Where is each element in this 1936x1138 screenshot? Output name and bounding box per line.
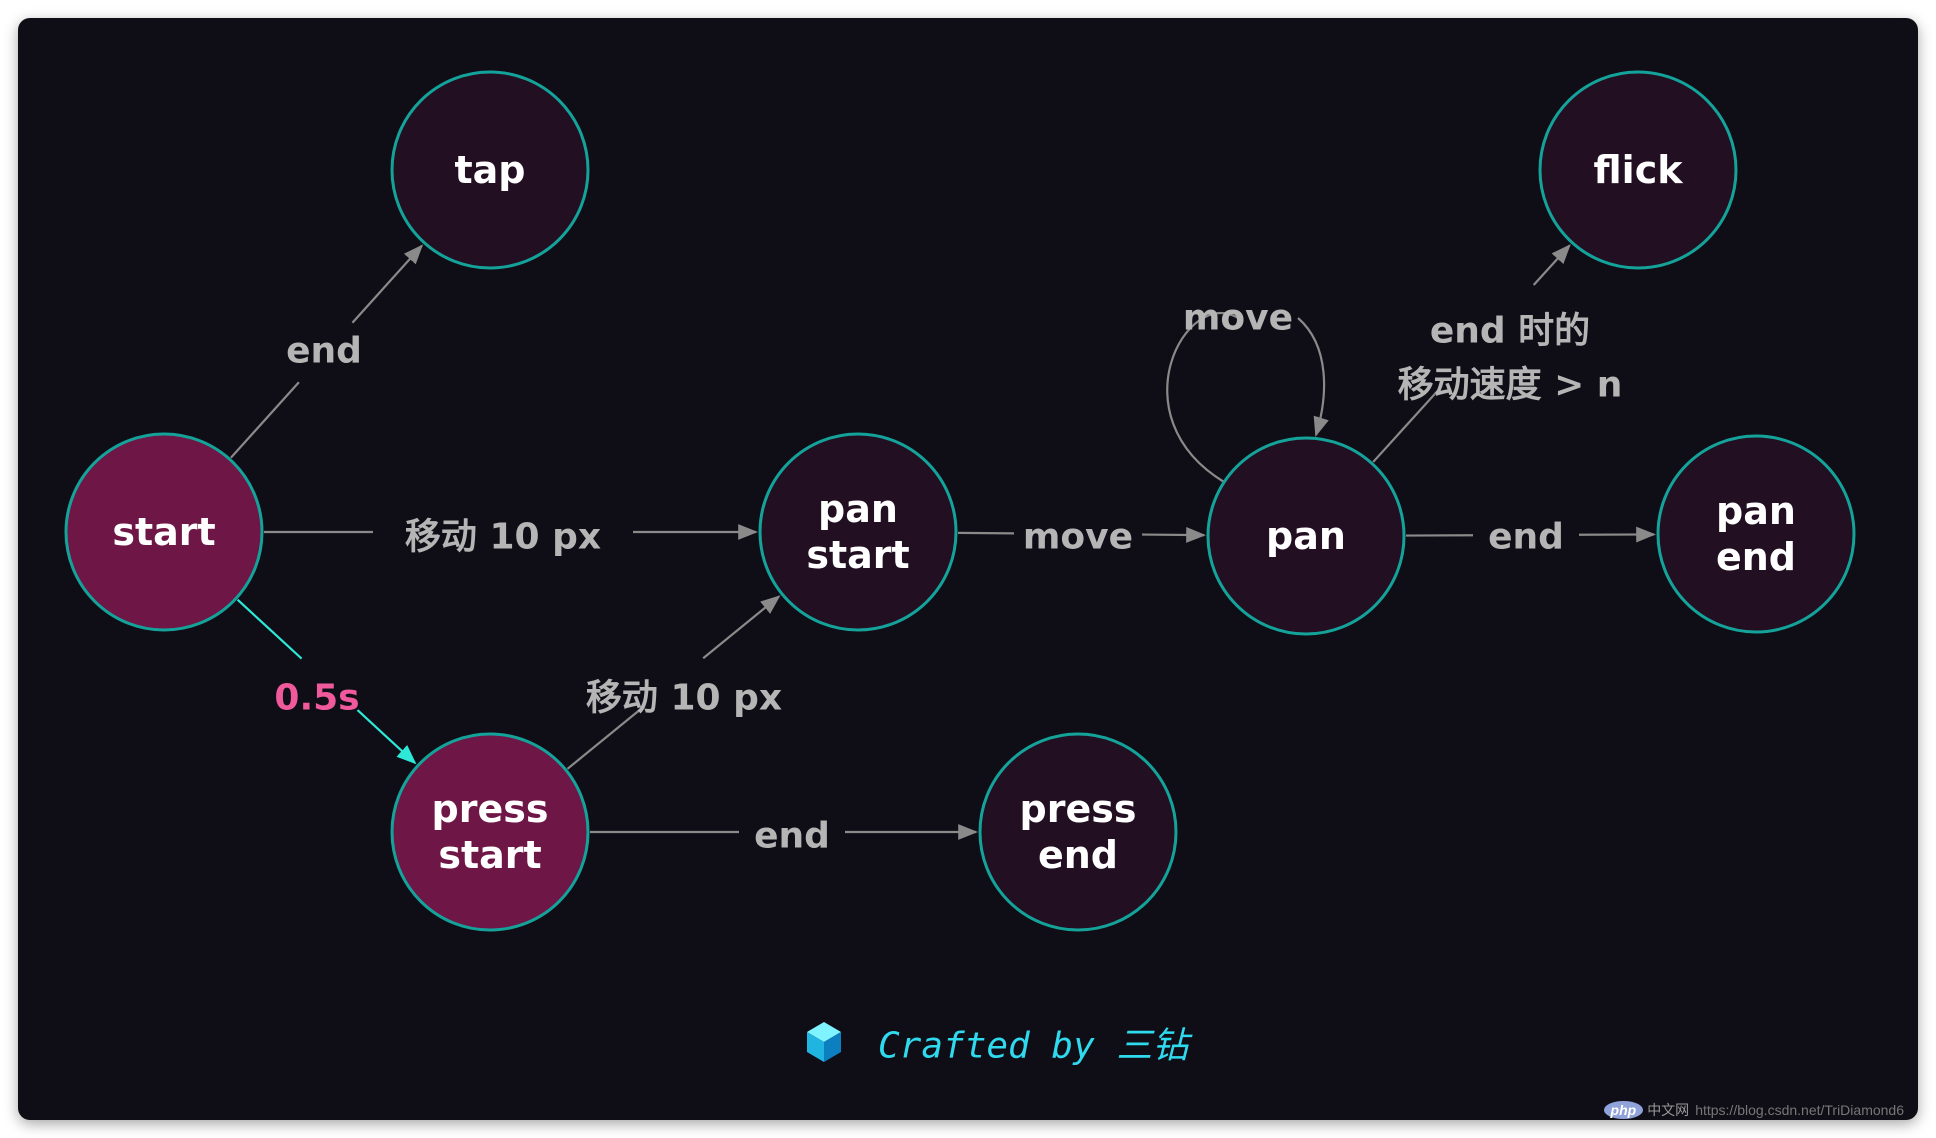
edge-segment	[1372, 387, 1441, 463]
node-label: pan	[818, 487, 898, 531]
edge-label-start-tap: end	[286, 331, 362, 372]
node-label: end	[1716, 535, 1796, 579]
node-label: start	[112, 510, 215, 554]
watermark-url: https://blog.csdn.net/TriDiamond6	[1695, 1102, 1904, 1118]
edge-arrow	[351, 244, 424, 324]
edge-press_start-pan_start	[566, 595, 781, 770]
node-label: pan	[1716, 489, 1796, 533]
node-label: start	[438, 833, 541, 877]
node-circle	[64, 432, 264, 632]
node-flick: flick	[1538, 70, 1738, 270]
node-label: end	[1038, 833, 1118, 877]
node-label: flick	[1594, 148, 1684, 192]
edge-label-pan-pan: move	[1183, 298, 1293, 339]
node-circle	[758, 432, 958, 632]
node-circle	[390, 732, 590, 932]
edge-pan-pan	[1166, 311, 1324, 483]
node-label: tap	[454, 148, 525, 192]
edge-label-pan_start-pan: move	[1023, 517, 1133, 558]
watermark-logo: php	[1603, 1101, 1644, 1119]
node-label: press	[1020, 787, 1137, 831]
node-pan: pan	[1206, 436, 1406, 636]
edge-segment	[957, 531, 1015, 535]
credit: Crafted by 三钻	[807, 1022, 1193, 1067]
edge-start-tap	[230, 244, 424, 459]
node-tap: tap	[390, 70, 590, 270]
edge-arrow	[702, 595, 781, 660]
node-circle	[1656, 434, 1856, 634]
edge-label-press_start-pan_start: 移动 10 px	[586, 678, 782, 719]
edge-pan-pan_end	[1405, 526, 1656, 543]
edge-label-pan-pan_end: end	[1488, 517, 1564, 558]
node-start: start	[64, 432, 264, 632]
nodes-layer: starttappanstartpressstartpressendpanpan…	[64, 70, 1856, 932]
node-label: start	[806, 533, 909, 577]
node-circle	[1206, 436, 1406, 636]
edge-arrow	[1532, 244, 1571, 286]
edge-label-start-pan_start: 移动 10 px	[405, 517, 601, 558]
edge-segment	[236, 598, 303, 660]
edge-pan-flick	[1372, 244, 1571, 463]
edge-pan_start-pan	[957, 527, 1206, 543]
diagram-canvas: end 移动 10 px 0.5s 移动 10 px end move move end end…	[18, 18, 1918, 1120]
edge-segment	[566, 707, 642, 770]
node-circle	[978, 732, 1178, 932]
cube-icon	[807, 1022, 841, 1062]
edge-arrow	[1142, 527, 1206, 543]
watermark-site: 中文网	[1647, 1102, 1690, 1118]
edge-segment	[230, 381, 300, 459]
edges-layer: end 移动 10 px 0.5s 移动 10 px end move move end end…	[230, 244, 1656, 857]
node-label: pan	[1266, 514, 1346, 558]
edge-label-press_start-press_end: end	[754, 816, 830, 857]
node-circle	[390, 70, 590, 270]
state-diagram: end 移动 10 px 0.5s 移动 10 px end move move end end…	[64, 70, 1856, 1067]
node-circle	[1538, 70, 1738, 270]
edge-arrow	[356, 709, 417, 765]
edge-label-start-press_start: 0.5s	[274, 678, 359, 719]
edge-label-pan-flick: 移动速度 > n	[1398, 365, 1623, 406]
edge-start-press_start	[236, 598, 417, 765]
credit-text: Crafted by 三钻	[878, 1026, 1193, 1067]
node-label: press	[432, 787, 549, 831]
edge-label-pan-flick: end 时的	[1430, 311, 1590, 352]
